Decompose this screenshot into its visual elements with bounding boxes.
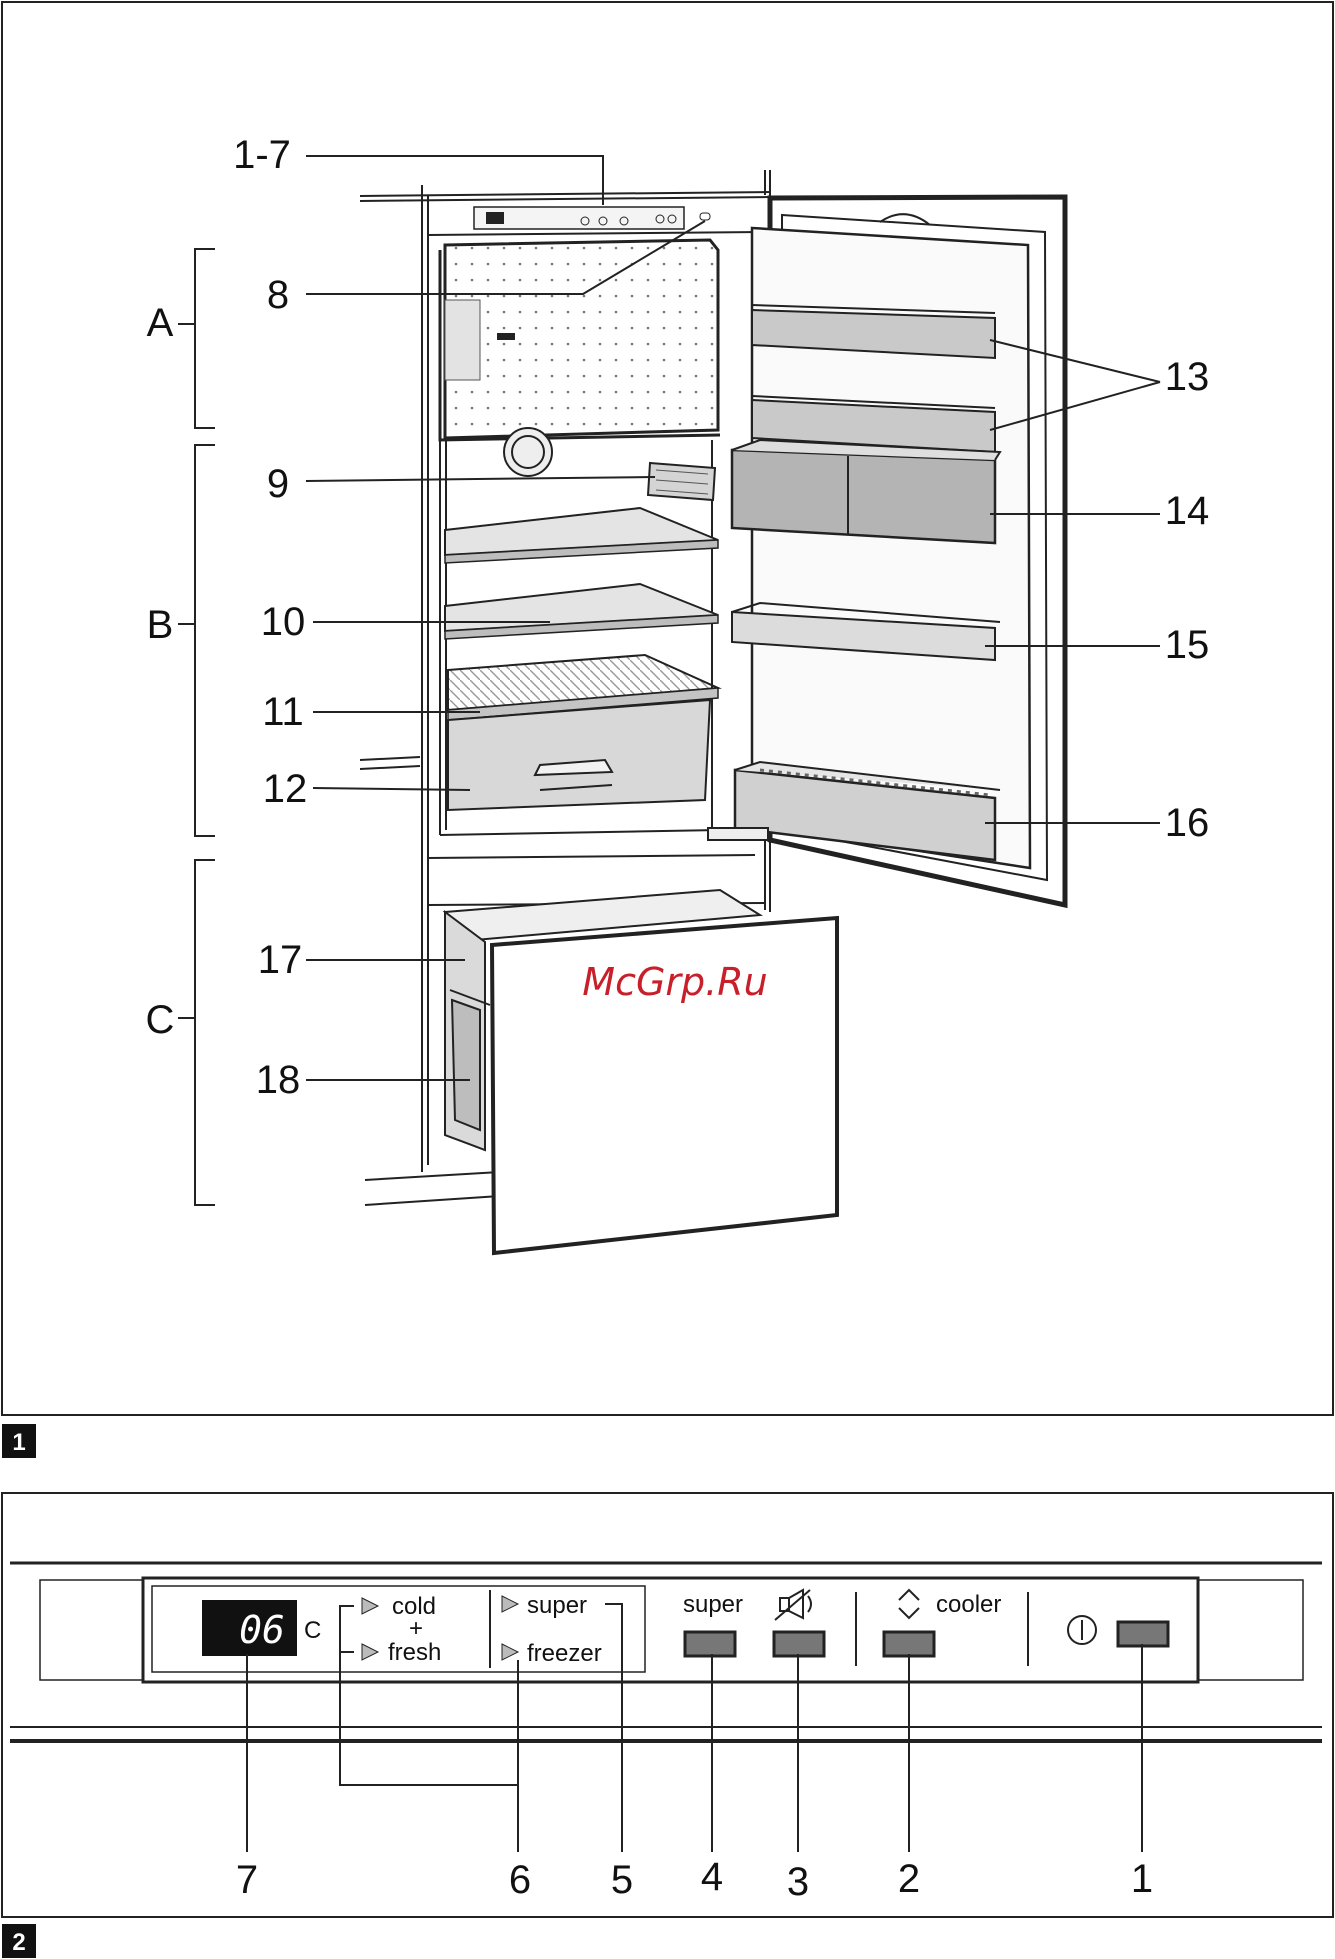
callout-14: 14 <box>1165 489 1210 533</box>
callout-8: 8 <box>267 273 289 317</box>
callout-1-7: 1-7 <box>233 133 291 177</box>
callout-18: 18 <box>256 1058 301 1102</box>
callout-1: 1 <box>1131 1857 1153 1901</box>
super-button[interactable] <box>685 1632 735 1656</box>
callout-9: 9 <box>267 462 289 506</box>
callout-16: 16 <box>1165 801 1210 845</box>
control-panel-strip <box>474 207 710 229</box>
figure-2: 06 C cold + fresh super freezer super co… <box>2 1493 1333 1958</box>
callout-15: 15 <box>1165 623 1210 667</box>
power-button[interactable] <box>1118 1622 1168 1646</box>
callout-17: 17 <box>258 938 303 982</box>
vegetable-container <box>448 700 710 810</box>
figure-2-frame <box>2 1493 1333 1917</box>
zone-label-c: C <box>146 998 175 1042</box>
label-fresh: fresh <box>388 1639 441 1666</box>
figure-1: A B C 1-7 8 9 10 11 12 13 14 15 16 <box>2 2 1333 1458</box>
butter-compartment <box>732 440 1000 543</box>
zone-brackets <box>178 249 215 1205</box>
zone-label-b: B <box>147 603 174 647</box>
callout-5: 5 <box>611 1858 633 1902</box>
display-unit: C <box>304 1617 321 1644</box>
label-cooler: cooler <box>936 1591 1001 1618</box>
watermark: McGrp.Ru <box>582 960 767 1004</box>
label-plus: + <box>409 1615 423 1642</box>
alarm-off-button[interactable] <box>774 1632 824 1656</box>
callout-6: 6 <box>509 1858 531 1902</box>
callout-11: 11 <box>262 690 304 734</box>
callout-7: 7 <box>236 1858 258 1902</box>
display-value: 06 <box>239 1608 285 1652</box>
callout-4: 4 <box>701 1855 723 1899</box>
label-freezer: freezer <box>527 1640 602 1667</box>
door-hinge <box>708 828 768 840</box>
figure-2-tag: 2 <box>12 1929 25 1956</box>
callout-10: 10 <box>261 600 306 644</box>
compartment-a-interior <box>440 240 720 440</box>
callout-13: 13 <box>1165 355 1210 399</box>
zone-label-a: A <box>147 301 174 345</box>
temperature-button[interactable] <box>884 1632 934 1656</box>
glass-shelf-lower <box>445 584 718 639</box>
label-super-button: super <box>683 1591 743 1618</box>
label-super-indicator: super <box>527 1592 587 1619</box>
figure-1-tag: 1 <box>12 1429 25 1456</box>
callout-12: 12 <box>263 767 308 811</box>
callout-3: 3 <box>787 1860 809 1904</box>
callout-2: 2 <box>898 1857 920 1901</box>
fan-light-unit <box>648 463 715 500</box>
glass-shelf-upper <box>445 508 718 563</box>
